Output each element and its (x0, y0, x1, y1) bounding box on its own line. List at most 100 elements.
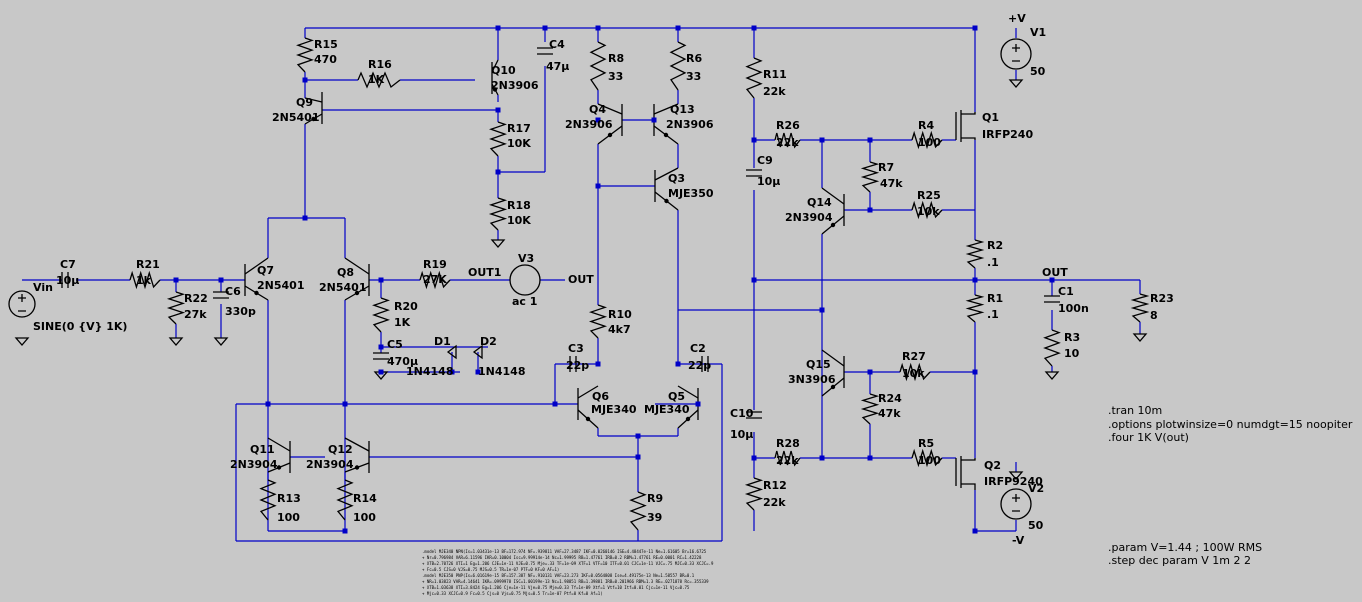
component-designator: R20 (394, 300, 418, 313)
component-value: 10μ (757, 175, 780, 188)
junction (675, 361, 681, 367)
component-designator: Q4 (589, 103, 606, 116)
resistor-symbol (911, 200, 943, 220)
junction (265, 401, 271, 407)
component-value: 2N3906 (565, 118, 613, 131)
ac-source-symbol (509, 264, 541, 296)
transistor-collector (304, 97, 323, 103)
junction (972, 369, 978, 375)
model-line: .model MJE340 NPN(Is=1.03431e-13 BF=172.… (422, 549, 707, 554)
resistor-symbol (669, 41, 687, 91)
capacitor-symbol (213, 291, 229, 299)
junction (495, 25, 501, 31)
junction (595, 117, 601, 123)
resistor-symbol (129, 270, 161, 290)
junction (552, 401, 558, 407)
transistor-collector (344, 437, 370, 452)
component-value: 47k (878, 407, 901, 420)
ground-icon (490, 239, 506, 248)
junction (751, 455, 757, 461)
component-value: 10μ (730, 428, 753, 441)
component-value: 33 (686, 70, 701, 83)
junction (475, 369, 481, 375)
component-value: 2N3904 (306, 458, 354, 471)
component-designator: Q1 (982, 111, 999, 124)
junction (218, 277, 224, 283)
component-value: 2N3904 (230, 458, 278, 471)
resistor-symbol (965, 294, 985, 323)
mosfet-leads (961, 112, 976, 140)
junction (635, 454, 641, 460)
component-value: 470 (314, 53, 337, 66)
transistor-collector (821, 187, 845, 205)
component-designator: R6 (686, 52, 702, 65)
ground-icon (1044, 371, 1060, 380)
resistor-symbol (745, 57, 763, 99)
component-value: 100n (1058, 302, 1089, 315)
transistor-collector (267, 437, 291, 452)
spice-directives: .tran 10m .options plotwinsize=0 numdgt=… (1108, 404, 1353, 567)
polarity-icon (18, 294, 26, 312)
component-value: 47k (880, 177, 903, 190)
component-value: 10K (507, 137, 531, 150)
ground-icon (1132, 333, 1148, 342)
resistor-symbol (911, 130, 943, 150)
junction (173, 277, 179, 283)
polarity-icon (1012, 494, 1020, 512)
component-value: 1K (368, 73, 385, 86)
resistor-symbol (629, 491, 647, 531)
component-designator: Q14 (807, 196, 832, 209)
component-designator: R25 (917, 189, 941, 202)
directive-line: .tran 10m (1108, 404, 1162, 417)
junction (302, 77, 308, 83)
component-value: 10μ (56, 274, 79, 287)
transistor-collector (653, 103, 679, 115)
junction (449, 369, 455, 375)
component-designator: C6 (225, 285, 241, 298)
resistor-symbol (336, 479, 354, 521)
transistor-collector (821, 349, 845, 367)
component-designator: C3 (568, 342, 584, 355)
component-value: 22p (566, 359, 589, 372)
component-value: 50 (1030, 65, 1046, 78)
net-label-out-main: OUT (1042, 266, 1068, 279)
resistor-symbol (357, 71, 401, 89)
component-designator: R3 (1064, 331, 1080, 344)
component-designator: C4 (549, 38, 565, 51)
junction (342, 528, 348, 534)
component-designator: R23 (1150, 292, 1174, 305)
resistor-symbol (372, 297, 390, 333)
emitter-arrow-icon (311, 116, 316, 122)
component-value: MJE350 (668, 187, 714, 200)
component-value: 2N3904 (785, 211, 833, 224)
component-value: 33 (608, 70, 623, 83)
component-value: 2N5401 (319, 281, 366, 294)
component-designator: C10 (730, 407, 754, 420)
component-designator: R5 (918, 437, 934, 450)
model-line: + Mjc=0.33 XCJC=0.9 Fc=0.5 Cjs=0 Vjs=0.7… (422, 591, 603, 596)
component-designator: D1 (434, 335, 451, 348)
resistor-symbol (1130, 293, 1150, 323)
component-value: ac 1 (512, 295, 537, 308)
component-designator: R8 (608, 52, 624, 65)
emitter-arrow-icon (354, 290, 360, 296)
